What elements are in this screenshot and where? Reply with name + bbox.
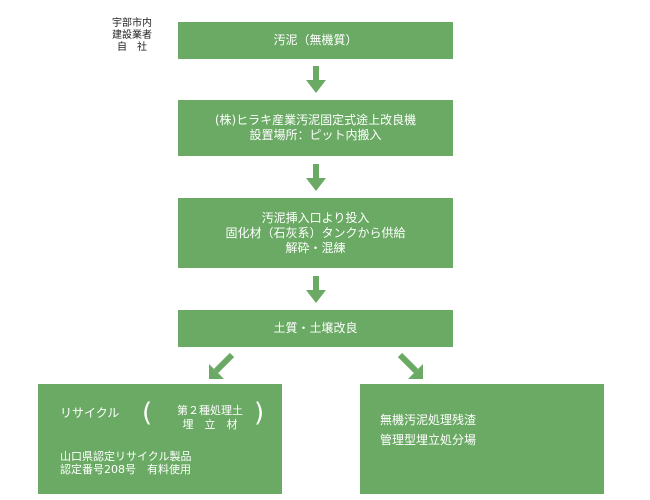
close-paren: ) <box>254 398 265 428</box>
recycle-material: 第２種処理土 埋 立 材 <box>164 404 256 432</box>
source-label: 宇部市内 建設業者 自 社 <box>102 18 162 54</box>
recycle-title: リサイクル <box>60 406 120 420</box>
step-text: 土質・土壌改良 <box>273 321 358 335</box>
source-label-line: 自 社 <box>117 42 147 53</box>
recycle-note-line: 山口県認定リサイクル製品 <box>60 450 192 463</box>
recycle-box: リサイクル ( 第２種処理土 埋 立 材 ) 山口県認定リサイクル製品 認定番号… <box>38 384 282 494</box>
down-right-arrow-icon <box>397 352 423 379</box>
down-arrow-icon <box>306 164 326 191</box>
down-arrow-icon <box>306 276 326 303</box>
source-label-line: 建設業者 <box>112 30 152 41</box>
step-machine: (株)ヒラキ産業汚泥固定式途上改良機 設置場所：ピット内搬入 <box>178 100 453 156</box>
landfill-line: 無機汚泥処理残渣 <box>380 413 477 427</box>
recycle-material-line: 第２種処理土 <box>177 404 243 417</box>
landfill-line: 管理型埋立処分場 <box>380 433 477 447</box>
step-text: 解砕・混練 <box>285 240 346 255</box>
landfill-box: 無機汚泥処理残渣 管理型埋立処分場 <box>360 384 604 494</box>
step-text: (株)ヒラキ産業汚泥固定式途上改良機 <box>214 113 417 127</box>
recycle-material-line: 埋 立 材 <box>182 418 238 431</box>
recycle-note-line: 認定番号208号 有料使用 <box>60 463 191 476</box>
source-label-line: 宇部市内 <box>112 18 152 29</box>
step-sludge: 汚泥（無機質） <box>178 22 453 59</box>
open-paren: ( <box>142 398 153 428</box>
step-text: 設置場所：ピット内搬入 <box>249 128 382 142</box>
step-mixing: 汚泥挿入口より投入 固化材（石灰系）タンクから供給 解砕・混練 <box>178 198 453 268</box>
recycle-certification: 山口県認定リサイクル製品 認定番号208号 有料使用 <box>60 450 191 476</box>
step-text: 汚泥（無機質） <box>273 33 358 47</box>
step-text: 汚泥挿入口より投入 <box>261 210 370 225</box>
step-text: 固化材（石灰系）タンクから供給 <box>225 225 406 240</box>
down-arrow-icon <box>306 66 326 93</box>
down-left-arrow-icon <box>209 352 235 379</box>
step-soil-improvement: 土質・土壌改良 <box>178 310 453 347</box>
landfill-text: 無機汚泥処理残渣 管理型埋立処分場 <box>380 410 476 450</box>
